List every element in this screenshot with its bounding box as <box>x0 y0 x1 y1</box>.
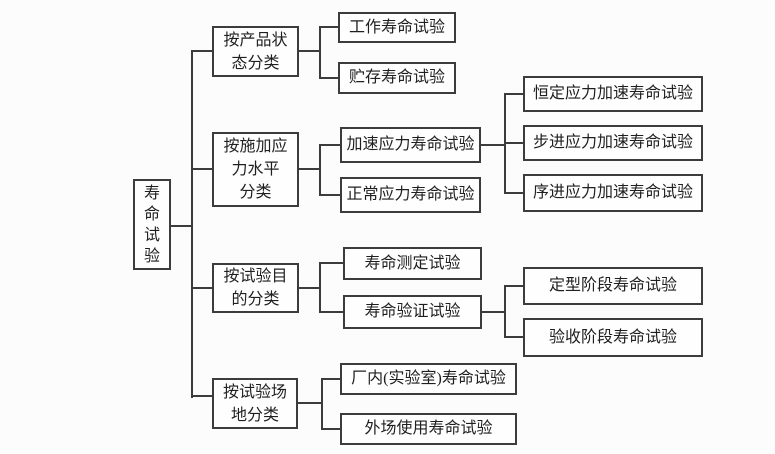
connector-root-trunk <box>169 225 193 227</box>
node-life-measurement-test: 寿命测定试验 <box>343 247 482 280</box>
connector-cat1-rail <box>319 26 321 79</box>
connector-cat3-child1 <box>319 262 343 264</box>
connector-trunk-cat3 <box>191 287 212 289</box>
connector-cat4-rail <box>321 378 323 430</box>
connector-trunk-cat2 <box>191 168 212 170</box>
connector-accel-child3 <box>504 192 523 194</box>
connector-trunk <box>191 50 193 398</box>
node-normal-stress-life-test: 正常应力寿命试验 <box>340 177 481 213</box>
connector-cat1-child2 <box>319 77 338 79</box>
connector-accel-child1 <box>504 93 523 95</box>
connector-verify-child2 <box>504 336 523 338</box>
node-category-test-purpose: 按试验目 的分类 <box>212 263 299 313</box>
connector-cat3-child2 <box>319 311 343 313</box>
node-progressive-stress-accelerated-life-test: 序进应力加速寿命试验 <box>523 174 703 212</box>
connector-trunk-cat4 <box>191 395 212 397</box>
connector-cat1-out <box>297 50 320 52</box>
connector-cat2-child2 <box>319 194 340 196</box>
node-storage-life-test: 贮存寿命试验 <box>338 62 456 94</box>
connector-accel-child2 <box>504 142 523 144</box>
connector-cat2-child1 <box>319 144 340 146</box>
connector-cat2-rail <box>319 144 321 196</box>
node-constant-stress-accelerated-life-test: 恒定应力加速寿命试验 <box>523 76 703 112</box>
node-category-product-state: 按产品状 态分类 <box>212 26 299 77</box>
node-step-stress-accelerated-life-test: 步进应力加速寿命试验 <box>523 125 703 161</box>
connector-cat2-out <box>297 168 321 170</box>
connector-cat3-rail <box>319 262 321 313</box>
connector-verify-child1 <box>504 285 523 287</box>
node-factory-lab-life-test: 厂内(实验室)寿命试验 <box>340 363 517 395</box>
node-category-test-site: 按试验场 地分类 <box>212 378 298 429</box>
node-field-use-life-test: 外场使用寿命试验 <box>340 413 517 445</box>
connector-cat1-child1 <box>319 26 338 28</box>
node-working-life-test: 工作寿命试验 <box>338 12 456 43</box>
connector-cat4-child2 <box>321 428 340 430</box>
node-life-verification-test: 寿命验证试验 <box>343 295 482 329</box>
connector-cat4-child1 <box>321 378 340 380</box>
connector-verify-out <box>480 311 506 313</box>
connector-accel-out <box>479 144 506 146</box>
connector-cat4-out <box>296 402 323 404</box>
connector-trunk-cat1 <box>191 50 212 52</box>
node-acceptance-stage-life-test: 验收阶段寿命试验 <box>523 318 703 357</box>
connector-cat3-out <box>297 287 321 289</box>
node-category-stress-level: 按施加应 力水平 分类 <box>212 132 299 207</box>
node-qualification-stage-life-test: 定型阶段寿命试验 <box>523 267 703 305</box>
node-root-life-test: 寿 命 试 验 <box>133 179 171 270</box>
connector-verify-rail <box>504 285 506 338</box>
node-accelerated-stress-life-test: 加速应力寿命试验 <box>340 127 481 163</box>
